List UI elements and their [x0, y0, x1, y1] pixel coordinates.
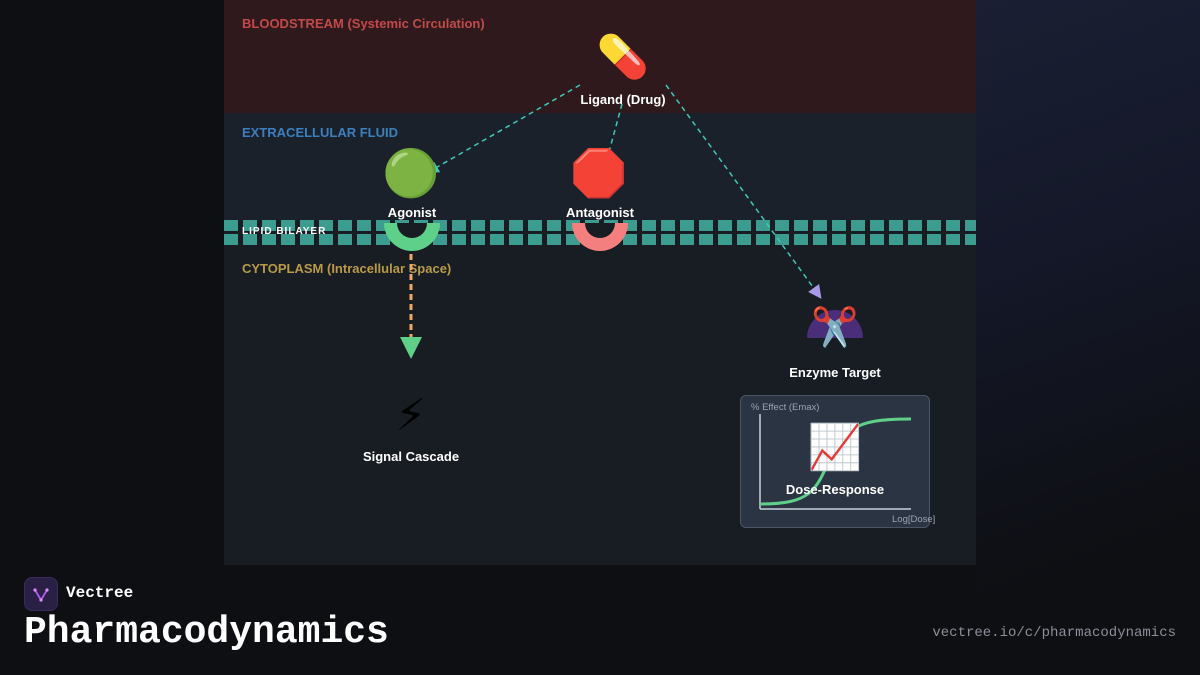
scissors-icon: ✂️	[811, 305, 859, 349]
extracellular-zone	[224, 113, 976, 221]
chart-increasing-icon: 📈	[807, 422, 863, 473]
chart-x-axis-label: Log[Dose]	[892, 514, 936, 525]
antagonist-label: Antagonist	[566, 205, 634, 220]
diagram-canvas: BLOODSTREAM (Systemic Circulation) EXTRA…	[224, 0, 976, 565]
dose-response-panel: % Effect (Emax) 📈 Dose-Response Log[Dose…	[740, 395, 935, 528]
ligand-to-enzyme-arrow	[665, 84, 822, 299]
brand-name: Vectree	[66, 584, 134, 602]
vectree-logo-icon	[24, 577, 58, 611]
page-url[interactable]: vectree.io/c/pharmacodynamics	[932, 625, 1176, 641]
enzyme-target-label: Enzyme Target	[789, 365, 881, 380]
ligand-to-agonist-arrow	[426, 84, 581, 173]
pill-icon: 💊	[596, 32, 650, 81]
background-gradient	[975, 0, 1200, 675]
dose-response-label: Dose-Response	[785, 482, 885, 497]
signal-cascade-label: Signal Cascade	[362, 449, 460, 464]
agonist-label: Agonist	[387, 205, 437, 220]
extracellular-label: EXTRACELLULAR FLUID	[242, 125, 398, 140]
bloodstream-zone	[224, 0, 976, 113]
bilayer-label: LIPID BILAYER	[242, 226, 327, 237]
page-title: Pharmacodynamics	[24, 611, 389, 654]
enzyme-shape	[807, 310, 863, 338]
connection-arrows	[400, 84, 863, 359]
signal-arrowhead	[400, 337, 422, 359]
dose-response-curve	[759, 414, 912, 510]
ligand-label: Ligand (Drug)	[580, 92, 666, 107]
green-circle-icon: 🟢	[382, 146, 440, 200]
chart-y-axis-label: % Effect (Emax)	[751, 402, 820, 413]
lightning-icon: ⚡	[395, 390, 427, 441]
stop-sign-icon: 🛑	[570, 146, 628, 200]
cytoplasm-label: CYTOPLASM (Intracellular Space)	[242, 261, 452, 276]
bloodstream-label: BLOODSTREAM (Systemic Circulation)	[242, 16, 485, 31]
ligand-to-antagonist-arrow	[608, 103, 623, 153]
